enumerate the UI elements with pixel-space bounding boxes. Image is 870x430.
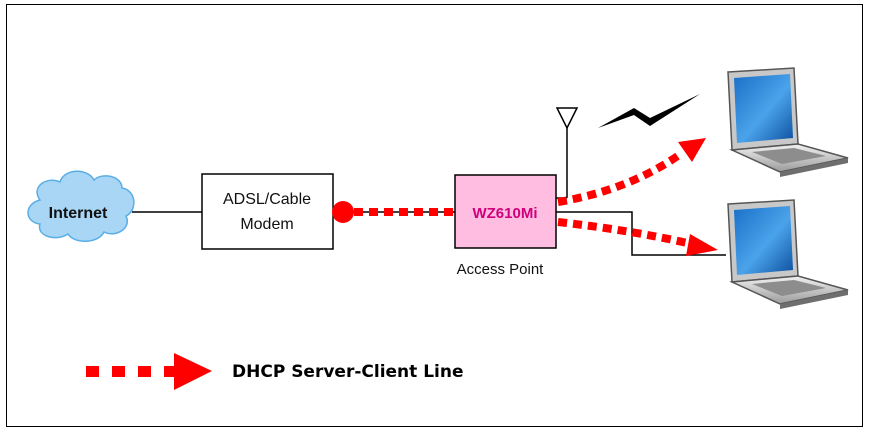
dhcp-arrowhead-laptop1 [678, 138, 706, 162]
dhcp-line-origin-dot [332, 201, 354, 223]
laptop-icon [727, 199, 849, 309]
access-point-label: Access Point [457, 261, 545, 278]
legend-dhcp-line-icon [86, 353, 212, 390]
diagram-frame [6, 4, 863, 427]
modem-box: ADSL/Cable Modem [201, 173, 334, 250]
wireless-signal-icon [598, 94, 700, 128]
access-point-model: WZ610Mi [472, 205, 537, 222]
internet-label: Internet [49, 205, 108, 222]
modem-label-line2: Modem [240, 216, 293, 233]
ap-laptop2-wire [556, 211, 726, 256]
modem-label-line1: ADSL/Cable [223, 191, 311, 208]
dhcp-arrowhead-laptop2 [686, 234, 718, 256]
access-point-box: WZ610Mi [454, 174, 557, 249]
legend-label: DHCP Server-Client Line [232, 362, 464, 382]
dhcp-line-ap-laptop2 [557, 218, 693, 248]
laptop-icon [727, 67, 849, 177]
dhcp-line-ap-laptop1 [557, 149, 685, 206]
antenna-icon [555, 107, 579, 198]
internet-cloud: Internet [27, 170, 135, 242]
legend: DHCP Server-Client Line [86, 353, 464, 390]
